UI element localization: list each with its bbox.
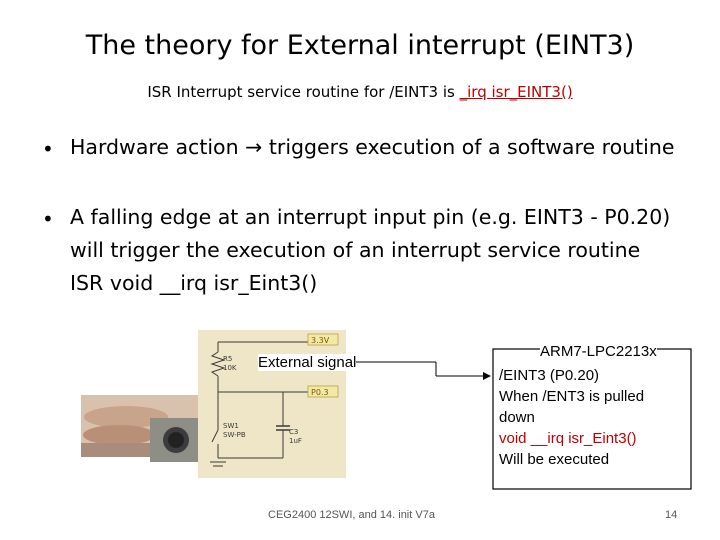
external-signal-label: External signal: [258, 354, 357, 371]
push-button-photo: [150, 418, 202, 462]
bullet-1: Hardware action → triggers execution of …: [70, 131, 680, 164]
slide-title: The theory for External interrupt (EINT3…: [85, 30, 635, 61]
slide-footer: CEG2400 12SWI, and 14. init V7a: [268, 509, 435, 521]
r5-label: R5: [223, 355, 232, 363]
arm-line: down: [499, 409, 535, 426]
bullet-1-before: Hardware action: [70, 135, 239, 159]
page-number: 14: [665, 509, 678, 521]
switch-label: SW1: [223, 422, 239, 430]
supply-label: 3.3V: [311, 336, 330, 345]
arm-title: ARM7-LPC2213x: [540, 341, 657, 362]
arm-line: Will be executed: [499, 451, 610, 468]
subtitle-prefix: ISR Interrupt service routine for /EINT3…: [147, 83, 460, 101]
right-arrow-icon: →: [245, 135, 263, 159]
cap-label: C3: [289, 428, 298, 436]
bullet-2: A falling edge at an interrupt input pin…: [70, 205, 671, 295]
bullet-dot: •: [42, 137, 54, 161]
cap-value: 1uF: [289, 437, 302, 445]
r5-value: 10K: [223, 364, 237, 372]
arm-line: /EINT3 (P0.20): [499, 367, 600, 384]
slide-subtitle: ISR Interrupt service routine for /EINT3…: [0, 83, 720, 101]
isr-name: void __irq isr_Eint3(): [499, 430, 637, 447]
pin-label: P0.3: [311, 388, 329, 397]
switch-type: SW-PB: [223, 431, 246, 439]
arm-line: When /ENT3 is pulled: [499, 388, 645, 405]
arm-controller-box: ARM7-LPC2213x /EINT3 (P0.20) When /ENT3 …: [492, 341, 692, 490]
arm-description: /EINT3 (P0.20) When /ENT3 is pulled down…: [499, 365, 644, 470]
bullet-dot: •: [42, 207, 54, 231]
subtitle-highlight: _irq isr_EINT3(): [459, 83, 573, 101]
bullet-1-after: triggers execution of a software routine: [268, 135, 675, 159]
